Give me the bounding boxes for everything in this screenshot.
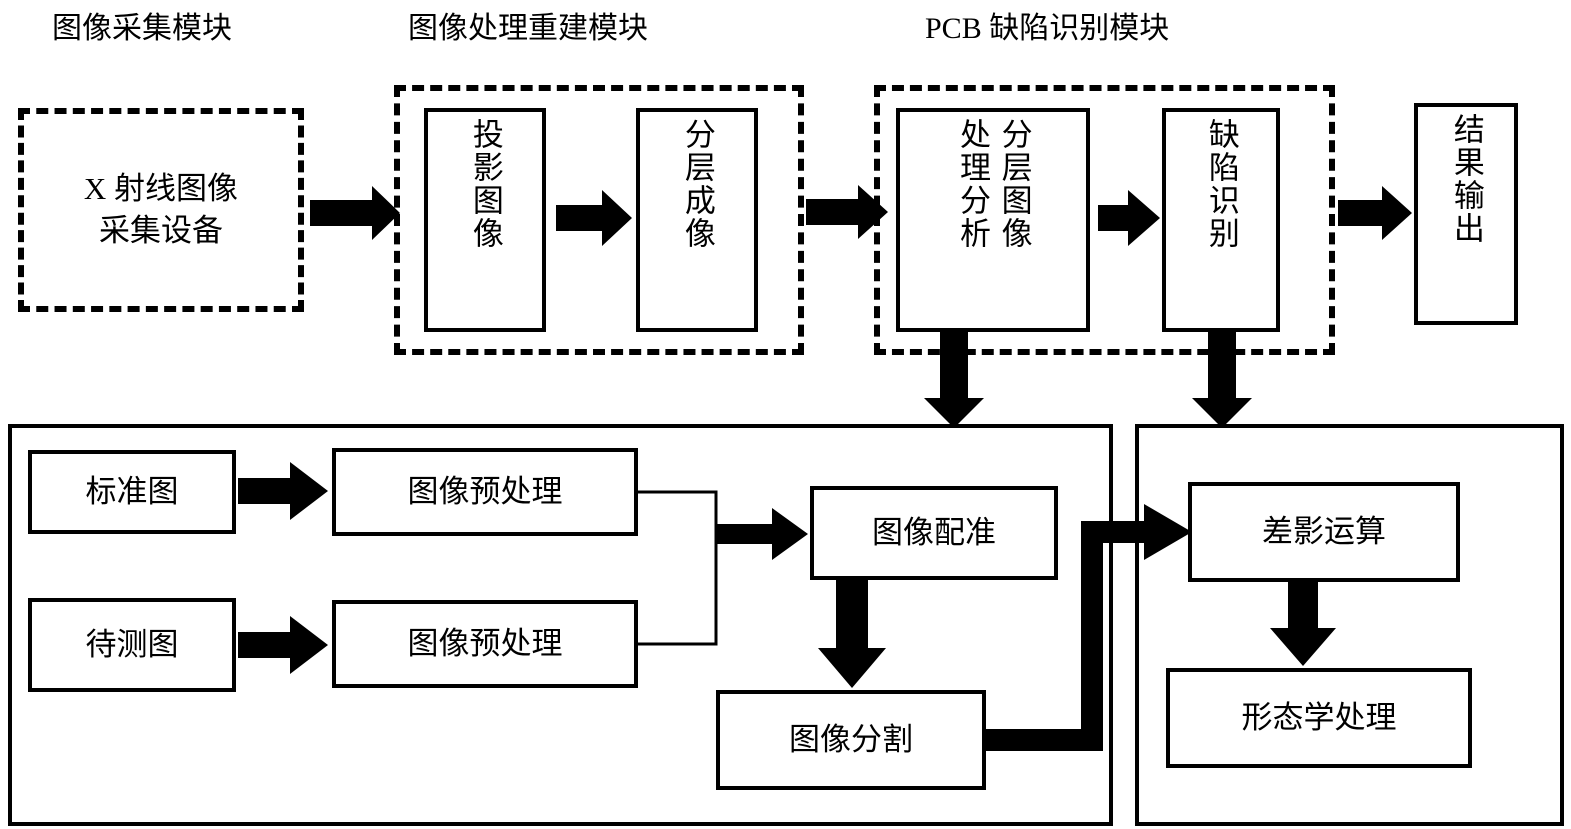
box-preprocess-standard[interactable]: 图像预处理 — [332, 448, 638, 536]
standard-image-label: 标准图 — [85, 474, 179, 510]
difference-operation-label: 差影运算 — [1262, 514, 1386, 550]
module-title-defect: PCB 缺陷识别模块 — [925, 12, 1170, 45]
box-layered-imaging[interactable]: 分层成像 — [636, 108, 758, 332]
box-test-image[interactable]: 待测图 — [28, 598, 236, 692]
defect-recognition-label: 缺陷识别 — [1203, 118, 1239, 250]
box-image-segmentation[interactable]: 图像分割 — [716, 690, 986, 790]
box-defect-recognition[interactable]: 缺陷识别 — [1162, 108, 1280, 332]
box-image-registration[interactable]: 图像配准 — [810, 486, 1058, 580]
acquisition-device-block: X 射线图像 采集设备 — [34, 140, 288, 280]
arrow-acquisition-to-projection — [310, 186, 400, 240]
box-layered-image-analysis[interactable]: 分层图像 处理分析 — [896, 108, 1090, 332]
morphology-processing-label: 形态学处理 — [1241, 700, 1397, 736]
image-registration-label: 图像配准 — [872, 515, 996, 551]
projection-image-label: 投影图像 — [467, 118, 503, 250]
module-title-acquisition: 图像采集模块 — [52, 12, 232, 45]
test-image-label: 待测图 — [85, 627, 179, 663]
arrow-defect-recognition-to-result — [1338, 186, 1412, 240]
preprocess-standard-label: 图像预处理 — [407, 474, 563, 510]
layered-imaging-label: 分层成像 — [679, 118, 715, 250]
layered-image-label: 分层图像 — [996, 118, 1032, 250]
acquisition-device-line2: 采集设备 — [99, 213, 223, 248]
dashed-container-acquisition — [18, 108, 304, 312]
module-title-reconstruction: 图像处理重建模块 — [408, 12, 648, 45]
box-standard-image[interactable]: 标准图 — [28, 450, 236, 534]
box-difference-operation[interactable]: 差影运算 — [1188, 482, 1460, 582]
acquisition-device-line1: X 射线图像 — [83, 171, 239, 207]
box-preprocess-test[interactable]: 图像预处理 — [332, 600, 638, 688]
box-morphology-processing[interactable]: 形态学处理 — [1166, 668, 1472, 768]
box-result-output[interactable]: 结果输出 — [1414, 103, 1518, 325]
result-output-label: 结果输出 — [1448, 113, 1484, 245]
image-segmentation-label: 图像分割 — [789, 722, 913, 758]
processing-analysis-label: 处理分析 — [955, 118, 990, 250]
preprocess-test-label: 图像预处理 — [407, 626, 563, 662]
box-projection-image[interactable]: 投影图像 — [424, 108, 546, 332]
